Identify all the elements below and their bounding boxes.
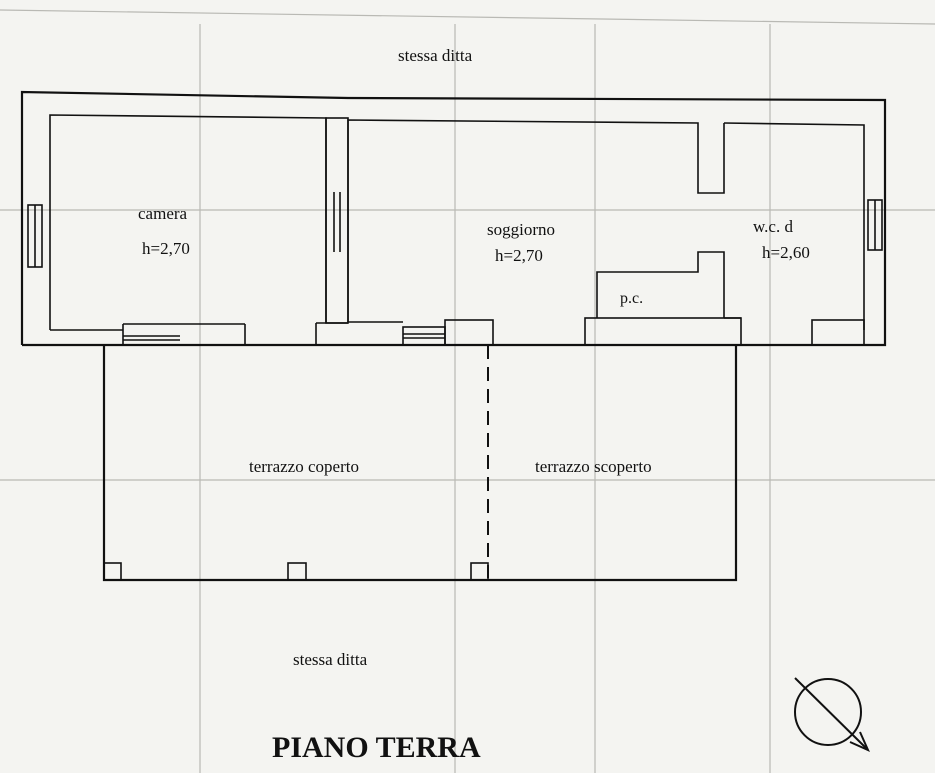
camera-label: camera [138,204,188,223]
neighbor-bottom-label: stessa ditta [293,650,368,669]
wc-label: w.c. d [753,217,793,236]
terrazzo-scoperto-label: terrazzo scoperto [535,457,652,476]
plan-title: PIANO TERRA [272,731,481,764]
camera-height-label: h=2,70 [142,239,190,258]
soggiorno-room [347,119,725,346]
terrazzo-coperto-label: terrazzo coperto [249,457,359,476]
window-right [867,199,883,251]
soggiorno-label: soggiorno [487,220,555,239]
north-arrow-icon [794,677,870,752]
wc-height-label: h=2,60 [762,243,810,262]
pc-block [584,251,742,346]
neighbor-top-label: stessa ditta [398,46,473,65]
terraces [102,345,738,582]
soggiorno-height-label: h=2,70 [495,246,543,265]
background-grid [0,9,935,773]
pc-label: p.c. [620,290,643,307]
partition-camera-soggiorno [315,117,349,345]
window-left [27,204,43,268]
wc-room [724,317,865,346]
camera-room [50,323,246,345]
